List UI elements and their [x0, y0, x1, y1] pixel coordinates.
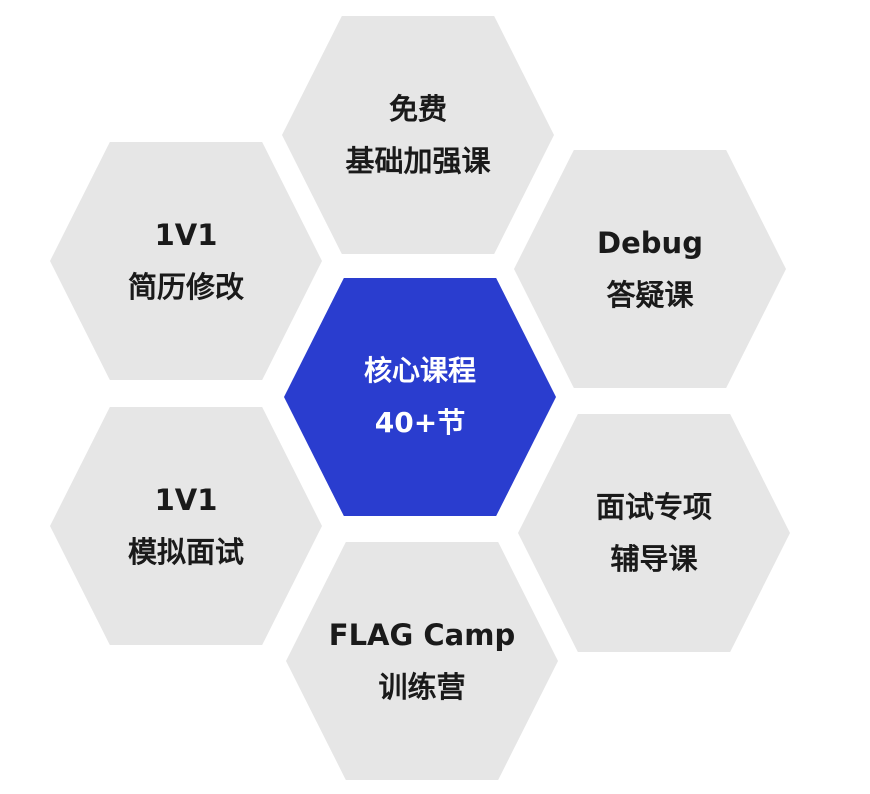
hex-label-line1: 面试专项 [595, 490, 712, 524]
hex-label-line1: 核心课程 [363, 354, 476, 387]
hex-label-line2: 答疑课 [606, 278, 694, 312]
hex-label-line2: 40+节 [374, 406, 466, 439]
hex-core-courses: 核心课程 40+节 [284, 278, 556, 516]
hex-debug-qa: Debug 答疑课 [514, 150, 786, 388]
hex-label-line2: 训练营 [378, 670, 466, 704]
hex-label-line1: FLAG Camp [328, 618, 516, 652]
hex-mock-interview: 1V1 模拟面试 [50, 407, 322, 645]
hex-label-line1: 1V1 [154, 218, 218, 252]
hex-label-line1: 1V1 [154, 483, 218, 517]
hex-free-basic-course: 免费 基础加强课 [282, 16, 554, 254]
hex-label-line2: 模拟面试 [127, 535, 244, 569]
hex-flag-camp: FLAG Camp 训练营 [286, 542, 558, 780]
hex-interview-coaching: 面试专项 辅导课 [518, 414, 790, 652]
hex-label-line1: 免费 [388, 92, 447, 126]
hex-label-line2: 辅导课 [610, 542, 698, 576]
hex-label-line1: Debug [597, 226, 703, 260]
hex-label-line2: 基础加强课 [345, 144, 491, 178]
hex-resume-revision: 1V1 简历修改 [50, 142, 322, 380]
hex-label-line2: 简历修改 [127, 270, 244, 304]
